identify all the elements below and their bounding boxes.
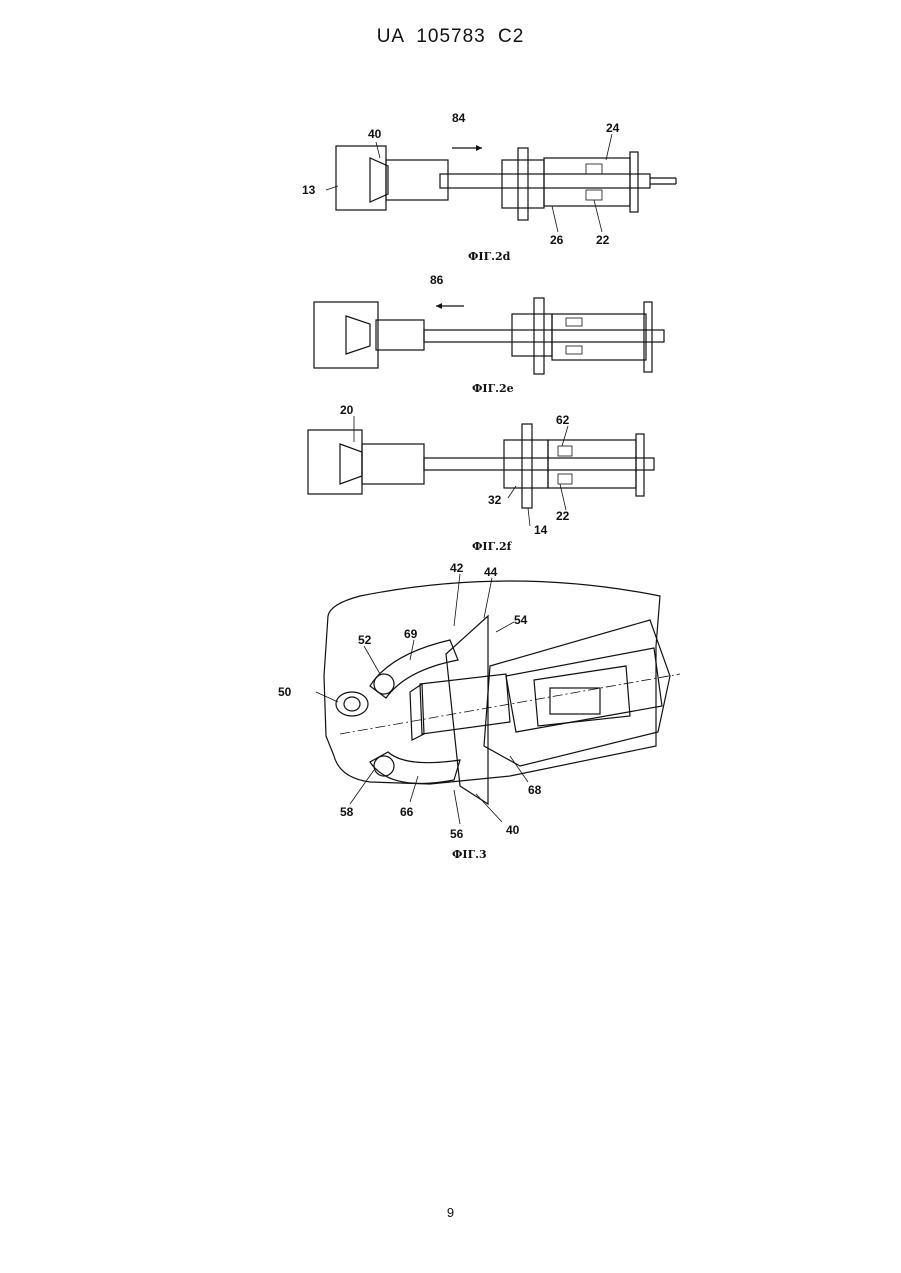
- collar: [512, 314, 552, 356]
- collar: [502, 160, 544, 208]
- ref-86: 86: [430, 273, 444, 287]
- ref-62: 62: [556, 413, 570, 427]
- adapter-body: [362, 444, 424, 484]
- seal-element: [370, 158, 388, 202]
- nozzle: [336, 692, 368, 716]
- figure-2e: 86 ФІГ.2e: [290, 268, 690, 398]
- lower-jaw: [370, 752, 460, 783]
- ref-56: 56: [450, 827, 464, 841]
- collar: [504, 440, 548, 488]
- caption-fig-3: ФІГ.3: [452, 848, 487, 861]
- ref-14: 14: [534, 523, 548, 537]
- cylinder: [548, 440, 636, 488]
- section-cut: [484, 620, 670, 766]
- figure-3: 42 44 54 52 69 50 58 66 68 56 40 ФІГ.3: [270, 556, 690, 866]
- tube: [440, 174, 650, 188]
- caption-fig-2e: ФІГ.2e: [472, 382, 514, 395]
- adapter-body: [386, 160, 448, 200]
- ref-58: 58: [340, 805, 354, 819]
- shaft: [420, 674, 510, 734]
- flange: [518, 148, 528, 220]
- flange: [522, 424, 532, 508]
- housing-block: [336, 146, 386, 210]
- page-number: 9: [0, 1205, 901, 1220]
- ref-40: 40: [506, 823, 520, 837]
- tube: [424, 458, 654, 470]
- ref-84: 84: [452, 111, 466, 125]
- ref-69: 69: [404, 627, 418, 641]
- ref-52: 52: [358, 633, 372, 647]
- ref-68: 68: [528, 783, 542, 797]
- figure-2e-drawing: 86 ФІГ.2e: [290, 268, 690, 398]
- ref-66: 66: [400, 805, 414, 819]
- figure-2f: 20 62 32 22 14 ФІГ.2f: [290, 400, 690, 556]
- cylinder: [544, 158, 630, 206]
- ref-20: 20: [340, 403, 354, 417]
- adapter-body: [376, 320, 424, 350]
- flange: [534, 298, 544, 374]
- figure-2f-drawing: 20 62 32 22 14 ФІГ.2f: [290, 400, 690, 556]
- patent-header: UA 105783 C2: [0, 26, 901, 48]
- ref-42: 42: [450, 561, 464, 575]
- inner-sleeve: [534, 666, 630, 726]
- ref-22: 22: [556, 509, 570, 523]
- figure-2d: 84 40 24 13 26 22 ФІГ.2d: [290, 108, 690, 268]
- caption-fig-2f: ФІГ.2f: [472, 540, 513, 553]
- ref-50: 50: [278, 685, 292, 699]
- ref-26: 26: [550, 233, 564, 247]
- ref-22: 22: [596, 233, 610, 247]
- ref-40: 40: [368, 127, 382, 141]
- ref-54: 54: [514, 613, 528, 627]
- caption-fig-2d: ФІГ.2d: [468, 250, 511, 263]
- figure-3-drawing: 42 44 54 52 69 50 58 66 68 56 40 ФІГ.3: [270, 556, 690, 866]
- figure-2d-drawing: 84 40 24 13 26 22 ФІГ.2d: [290, 108, 690, 268]
- ref-13: 13: [302, 183, 316, 197]
- ref-32: 32: [488, 493, 502, 507]
- ref-24: 24: [606, 121, 620, 135]
- ref-44: 44: [484, 565, 498, 579]
